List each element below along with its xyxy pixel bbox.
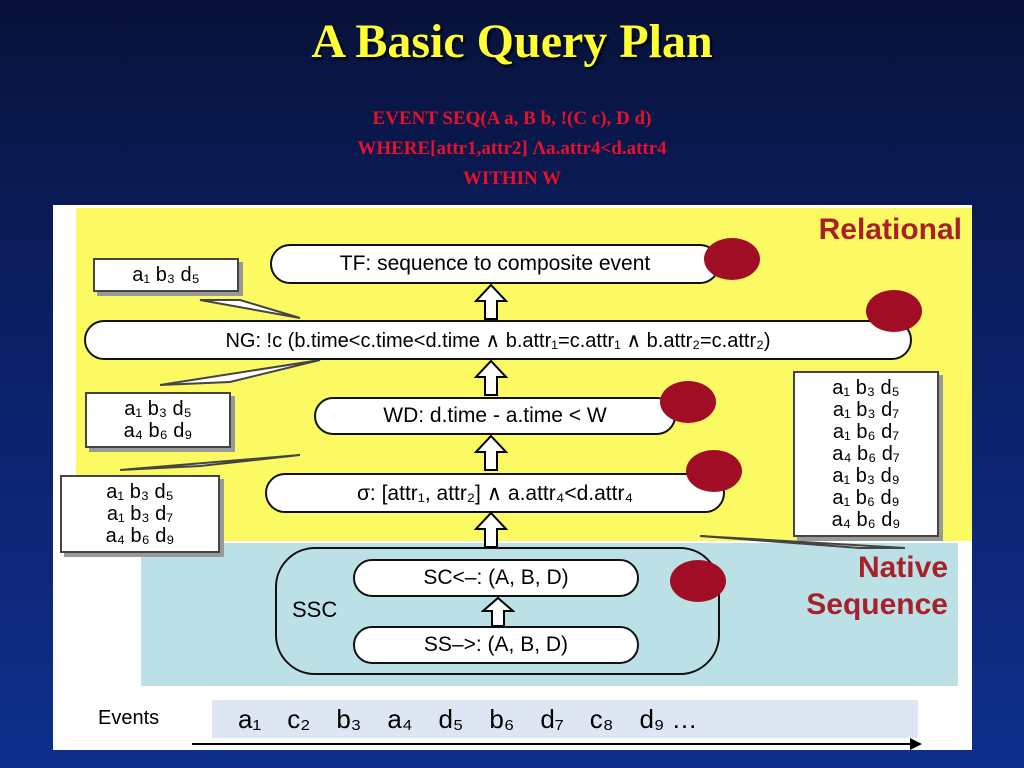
tuples-after-native: a₁ b₃ d₅ a₁ b₃ d₇ a₁ b₆ d₇ a₄ b₆ d₇ a₁ b…: [793, 371, 939, 537]
wd-operator: WD: d.time - a.time < W: [314, 397, 676, 435]
tuple-row: a₁ b₃ d₇: [832, 399, 900, 421]
tuple-row: a₁ b₃ d₇: [106, 503, 174, 525]
tuple-row: a₁ b₃ d₅: [124, 398, 192, 420]
tuples-after-ng: a₁ b₃ d₅: [93, 258, 239, 292]
tuple-row: a₄ b₆ d₉: [831, 509, 901, 531]
query-line-3: WITHIN W: [462, 168, 562, 189]
tuple-row: a₁ b₃ d₅: [132, 264, 200, 286]
marker-dot-ng: [866, 290, 922, 332]
up-arrow-ng-tf: [474, 283, 508, 320]
up-arrow-ssc-sigma: [474, 511, 508, 548]
native-label-line2: Sequence: [806, 588, 948, 621]
event-item: d₅: [438, 703, 464, 734]
tuples-after-wd: a₁ b₃ d₅ a₄ b₆ d₉: [85, 392, 231, 448]
event-item: a₄: [387, 703, 413, 734]
slide-title: A Basic Query Plan: [311, 15, 713, 68]
sigma-operator: σ: [attr₁, attr₂] ∧ a.attr₄<d.attr₄: [265, 473, 725, 513]
event-item: b₆: [489, 703, 515, 734]
tuple-row: a₁ b₃ d₉: [832, 465, 900, 487]
sc-operator: SC<–: (A, B, D): [353, 559, 639, 597]
event-item: b₃: [336, 703, 362, 734]
ss-operator: SS–>: (A, B, D): [353, 626, 639, 664]
up-arrow-ss-sc: [481, 596, 515, 627]
tuples-after-sigma: a₁ b₃ d₅ a₁ b₃ d₇ a₄ b₆ d₉: [60, 475, 220, 553]
ng-operator: NG: !c (b.time<c.time<d.time ∧ b.attr₁=c…: [84, 320, 912, 360]
event-item: d₇: [540, 703, 564, 734]
tuple-row: a₁ b₆ d₉: [832, 487, 900, 509]
query-line-1: EVENT SEQ(A a, B b, !(C c), D d): [372, 108, 652, 129]
callout-tail-sigma: [119, 454, 301, 471]
tuple-row: a₁ b₃ d₅: [832, 377, 900, 399]
events-axis-arrowhead: [910, 738, 922, 750]
marker-dot-sigma: [686, 450, 742, 492]
up-arrow-wd-ng: [474, 359, 508, 396]
event-item: a₁: [238, 703, 262, 734]
tuple-row: a₁ b₃ d₅: [106, 481, 174, 503]
callout-tail-ng: [199, 299, 301, 319]
marker-dot-wd: [660, 381, 716, 423]
callout-tail-wd: [159, 359, 321, 386]
tuple-row: a₄ b₆ d₉: [105, 525, 175, 547]
tuple-row: a₁ b₆ d₇: [832, 421, 900, 443]
event-item: c₈: [589, 703, 614, 734]
ssc-label: SSC: [292, 597, 338, 622]
tuple-row: a₄ b₆ d₉: [123, 420, 193, 442]
events-stream: a₁ c₂ b₃ a₄ d₅ b₆ d₇ c₈ d₉ …: [212, 700, 918, 738]
tf-operator: TF: sequence to composite event: [270, 244, 720, 284]
up-arrow-sigma-wd: [474, 434, 508, 471]
callout-tail-native: [699, 535, 906, 549]
events-label: Events: [98, 707, 160, 729]
marker-dot-native: [670, 560, 726, 602]
event-item: c₂: [287, 703, 311, 734]
query-line-2: WHERE[attr1,attr2] Λa.attr4<d.attr4: [357, 138, 667, 159]
event-item: d₉ …: [639, 703, 698, 734]
native-label-line1: Native: [857, 551, 948, 584]
marker-dot-tf: [704, 238, 760, 280]
relational-label: Relational: [818, 213, 962, 246]
tuple-row: a₄ b₆ d₇: [832, 443, 900, 465]
